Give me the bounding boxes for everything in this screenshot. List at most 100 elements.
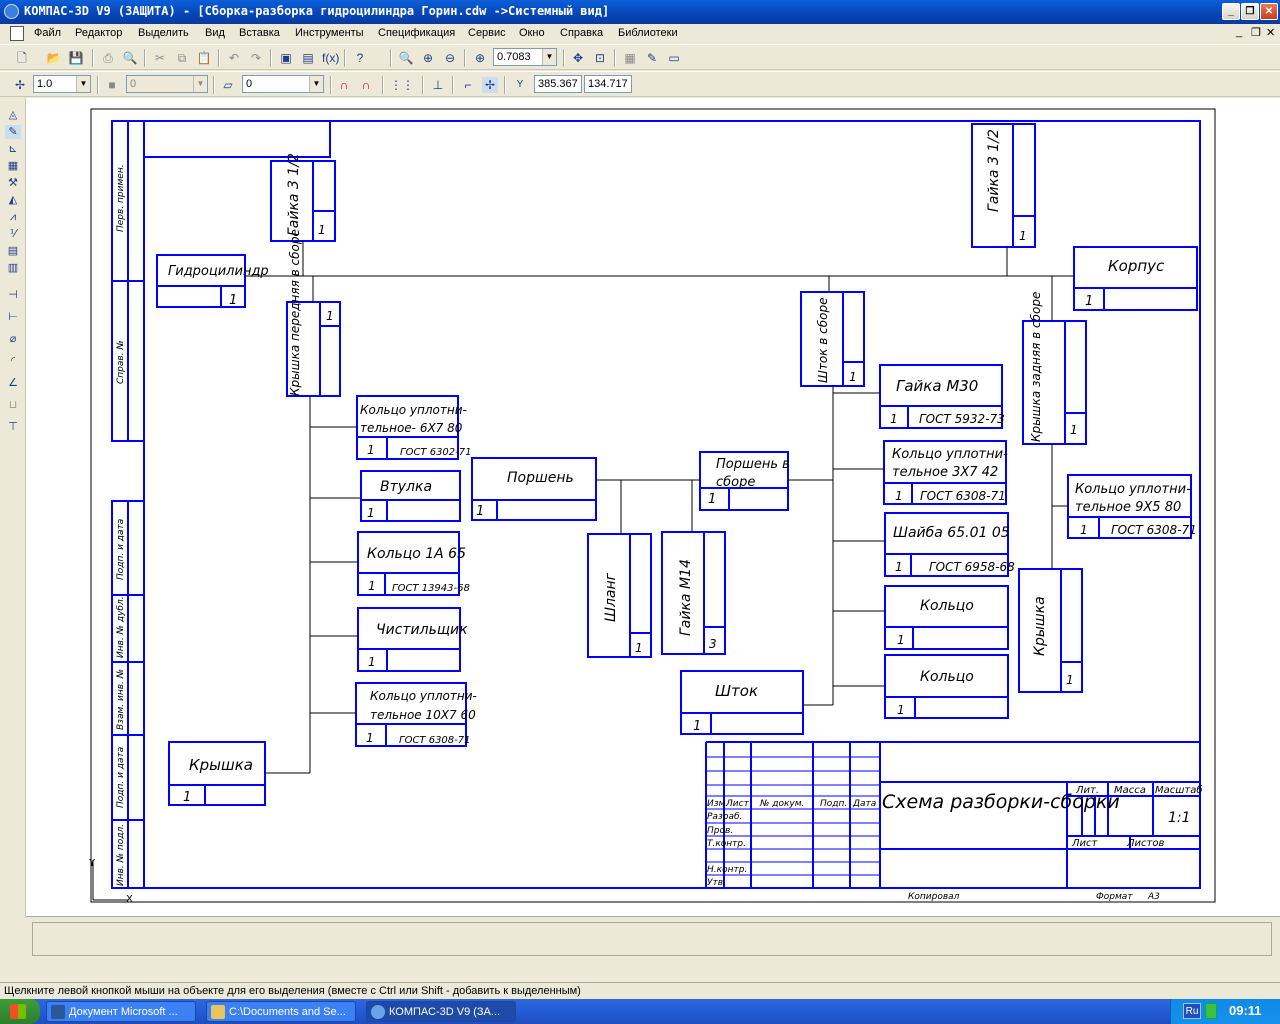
constraint-icon[interactable]: ⅟ xyxy=(9,228,17,240)
parametrization-icon[interactable]: ⚒ xyxy=(8,177,18,189)
language-indicator[interactable]: Ru xyxy=(1183,1003,1201,1019)
radius-icon[interactable]: ◜ xyxy=(10,355,16,367)
coord-y-field[interactable]: 134.717 xyxy=(584,75,632,93)
snap-icon[interactable]: ∩ xyxy=(339,78,349,92)
filter-icon[interactable]: ▦ xyxy=(624,51,636,65)
local-snap-icon[interactable]: ∩ xyxy=(361,78,371,92)
spec-icon[interactable]: ▤ xyxy=(7,245,19,257)
show-all-icon[interactable]: ⊡ xyxy=(594,51,606,65)
cut-icon[interactable]: ✂ xyxy=(154,51,166,65)
linear-dim-icon[interactable]: ⊢ xyxy=(8,311,18,323)
chevron-down-icon[interactable]: ▼ xyxy=(309,76,323,92)
menu-file[interactable]: Файл xyxy=(34,27,62,39)
measure-icon[interactable]: ◭ xyxy=(8,194,18,206)
part-porshen-sbor-line2: сборе xyxy=(716,475,755,490)
chevron-down-icon[interactable]: ▼ xyxy=(76,76,90,92)
manager-icon[interactable]: ▣ xyxy=(280,51,292,65)
print-icon[interactable]: ⎙ xyxy=(103,51,113,65)
arc-dim-icon[interactable]: ⊔ xyxy=(8,399,18,411)
start-button[interactable] xyxy=(0,999,40,1024)
save-icon[interactable]: 💾 xyxy=(68,51,84,65)
stamp-razrab: Разраб. xyxy=(707,812,742,822)
mdi-minimize-button[interactable]: _ xyxy=(1236,26,1243,38)
layer-icon[interactable]: ▱ xyxy=(223,78,233,92)
zoom-field[interactable]: 0.7083▼ xyxy=(493,48,557,66)
pan-icon[interactable]: ✥ xyxy=(572,51,584,65)
part-gaika-m30-gost: ГОСТ 5932-73 xyxy=(919,412,1005,426)
display-icon[interactable]: ▭ xyxy=(668,51,680,65)
angle-icon[interactable]: ∠ xyxy=(8,377,18,389)
ortho-icon[interactable]: ⌐ xyxy=(464,78,472,92)
context-help-icon[interactable]: ? xyxy=(356,51,364,65)
menu-select[interactable]: Выделить xyxy=(138,27,189,39)
task-kompas[interactable]: КОМПАС-3D V9 (ЗА... xyxy=(366,1001,516,1022)
snap-toggle-icon[interactable]: ✢ xyxy=(482,77,498,93)
layer-field[interactable]: 0▼ xyxy=(242,75,324,93)
select-icon[interactable]: ⩘ xyxy=(9,211,17,223)
open-file-icon[interactable]: 📂 xyxy=(46,51,62,65)
zoom-window-icon[interactable]: 🔍 xyxy=(398,51,414,65)
menu-service[interactable]: Сервис xyxy=(468,27,506,39)
part-chistilschik-name: Чистильщик xyxy=(376,622,468,638)
diameter-icon[interactable]: ⌀ xyxy=(9,333,17,345)
variables-icon[interactable]: f(x) xyxy=(322,51,340,65)
edit-icon[interactable]: ✎ xyxy=(5,125,21,139)
mdi-close-button[interactable]: ✕ xyxy=(1266,27,1276,39)
copy-icon[interactable]: ⧉ xyxy=(177,51,187,65)
menu-libraries[interactable]: Библиотеки xyxy=(618,27,678,39)
zoom-scale-icon[interactable]: ⊕ xyxy=(474,51,486,65)
window-title: КОМПАС-3D V9 (ЗАЩИТА) - [Сборка-разборка… xyxy=(24,4,610,18)
layers-icon[interactable]: ▤ xyxy=(302,51,314,65)
dimensions-icon[interactable]: ⊾ xyxy=(8,143,18,155)
menu-edit[interactable]: Редактор xyxy=(75,27,123,39)
part-kolco-a-qty: 1 xyxy=(897,633,905,647)
coord-x-field[interactable]: 385.367 xyxy=(534,75,582,93)
zoom-in-icon[interactable]: ⊕ xyxy=(422,51,434,65)
mdi-restore-button[interactable]: ❐ xyxy=(1251,27,1261,39)
view-icon[interactable]: ■ xyxy=(108,78,116,92)
part-gaika-right-qty: 1 xyxy=(1019,229,1027,243)
geometry-icon[interactable]: ◬ xyxy=(8,109,18,121)
menu-tools[interactable]: Инструменты xyxy=(295,27,364,39)
maximize-button[interactable]: ❐ xyxy=(1241,3,1259,20)
drawing-canvas[interactable]: Гидроцилиндр 1 Гайка 3 1/2 1 Гайка 3 1/2… xyxy=(26,98,1280,916)
chevron-down-icon[interactable]: ▼ xyxy=(542,49,556,65)
local-cs-icon[interactable]: ⊥ xyxy=(432,78,444,92)
view-field[interactable]: 0▼ xyxy=(126,75,208,93)
part-kryshka-perednyaya-qty: 1 xyxy=(326,309,334,323)
task-explorer[interactable]: C:\Documents and Se... xyxy=(206,1001,356,1022)
menu-help[interactable]: Справка xyxy=(560,27,604,39)
menu-window[interactable]: Окно xyxy=(519,27,545,39)
paste-icon[interactable]: 📋 xyxy=(196,51,212,65)
part-shtok-name: Шток xyxy=(715,682,758,700)
minimize-button[interactable]: _ xyxy=(1222,3,1240,20)
step-icon[interactable]: ✢ xyxy=(14,78,26,92)
task-word-document[interactable]: Документ Microsoft ... xyxy=(46,1001,196,1022)
part-kolco-6x7-line1: Кольцо уплотни- xyxy=(360,403,467,417)
height-mark-icon[interactable]: ⊤ xyxy=(8,421,18,433)
part-kryshka-qty: 1 xyxy=(183,790,191,805)
tray-app-icon[interactable] xyxy=(1205,1003,1217,1019)
menu-specification[interactable]: Спецификация xyxy=(378,27,456,39)
stamp-scale-label: Масштаб xyxy=(1155,784,1203,796)
zoom-out-icon[interactable]: ⊖ xyxy=(444,51,456,65)
stamp-prov: Пров. xyxy=(707,826,733,836)
menu-insert[interactable]: Вставка xyxy=(239,27,280,39)
symbols-icon[interactable]: ▦ xyxy=(7,160,19,172)
menu-view[interactable]: Вид xyxy=(205,27,225,39)
reports-icon[interactable]: ▥ xyxy=(7,262,19,274)
part-kolco-3x7-gost: ГОСТ 6308-71 xyxy=(920,489,1006,503)
chevron-down-icon[interactable]: ▼ xyxy=(193,76,207,92)
cursor-step-field[interactable]: 1.0▼ xyxy=(33,75,91,93)
part-shaiba-qty: 1 xyxy=(895,560,903,574)
undo-icon[interactable]: ↶ xyxy=(228,51,240,65)
properties-icon[interactable]: ✎ xyxy=(646,51,658,65)
part-shtok-qty: 1 xyxy=(693,719,701,734)
new-file-icon[interactable]: 🗋 xyxy=(17,51,27,65)
grid-icon[interactable]: ⋮⋮ xyxy=(390,78,414,92)
line-dim-icon[interactable]: ⊣ xyxy=(8,289,18,301)
redo-icon[interactable]: ↷ xyxy=(250,51,262,65)
print-preview-icon[interactable]: 🔍 xyxy=(122,51,138,65)
document-icon[interactable] xyxy=(10,26,24,41)
close-button[interactable]: ✕ xyxy=(1260,3,1278,20)
